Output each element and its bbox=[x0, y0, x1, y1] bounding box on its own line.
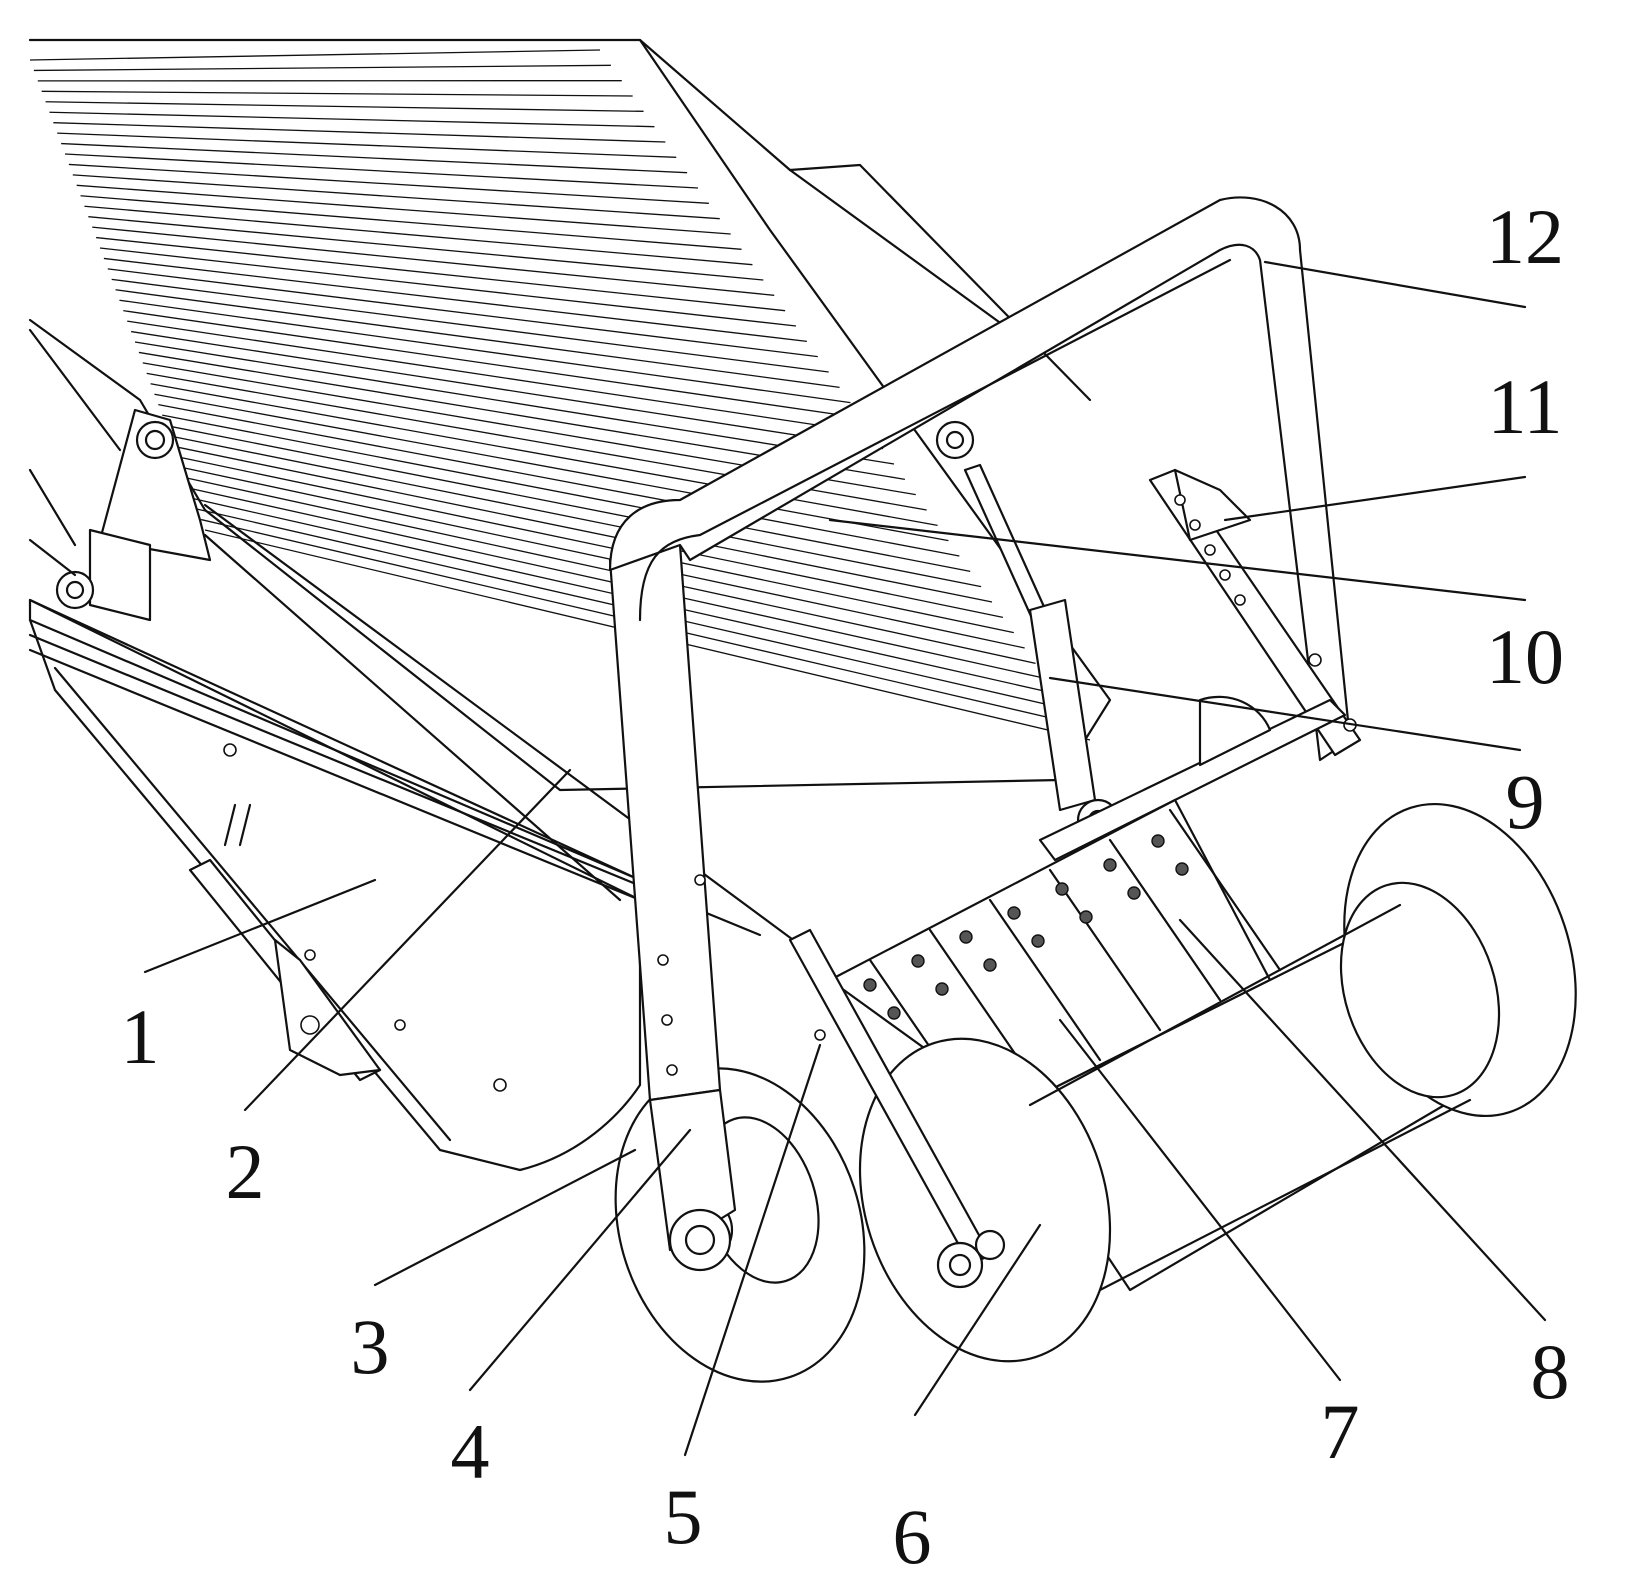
conveyor-slat bbox=[127, 320, 873, 434]
conveyor-chain bbox=[28, 38, 1112, 792]
conveyor-slat bbox=[131, 330, 884, 450]
blade-bolt bbox=[1079, 910, 1093, 924]
blade-bolt bbox=[1103, 858, 1117, 872]
conveyor-slat bbox=[76, 184, 731, 235]
blade-bolt bbox=[887, 1006, 901, 1020]
conveyor-slat bbox=[165, 424, 982, 588]
side-plate bbox=[28, 598, 642, 1172]
conveyor-slat bbox=[92, 226, 775, 296]
conveyor-slat bbox=[173, 445, 1004, 618]
upper-linkage bbox=[28, 328, 642, 882]
part-label-7: 7 bbox=[1321, 1388, 1360, 1475]
blade-bolt bbox=[935, 982, 949, 996]
blade-edge bbox=[988, 898, 1102, 1062]
conveyor-slat bbox=[107, 268, 818, 358]
cross-rod bbox=[1038, 695, 1347, 862]
side-arm bbox=[788, 928, 1006, 1289]
blade-bolt bbox=[1031, 934, 1045, 948]
blade-bolt bbox=[1055, 882, 1069, 896]
blade-bolts bbox=[863, 834, 1189, 1020]
conveyor-slat bbox=[115, 289, 840, 388]
leader-3 bbox=[373, 1148, 637, 1287]
conveyor-slat bbox=[158, 404, 960, 557]
conveyor-slat bbox=[134, 341, 895, 465]
part-label-1: 1 bbox=[121, 993, 160, 1080]
conveyor-slat bbox=[88, 216, 764, 281]
leader-7 bbox=[1058, 1018, 1342, 1382]
conveyor-slat bbox=[33, 64, 611, 72]
blade-edge bbox=[1048, 868, 1162, 1032]
conveyor-slat bbox=[103, 257, 807, 342]
conveyor-slat bbox=[57, 132, 677, 158]
conveyor-slat bbox=[72, 174, 720, 220]
conveyor-slat bbox=[29, 49, 601, 61]
leader-2 bbox=[243, 768, 572, 1112]
leader-10 bbox=[828, 518, 1527, 602]
conveyor-slat bbox=[99, 247, 797, 327]
conveyor-slat bbox=[80, 195, 742, 250]
conveyor-slat bbox=[61, 142, 688, 174]
part-labels: 1 2 3 4 5 6 7 8 9 10 11 12 bbox=[121, 193, 1570, 1580]
blade-edge bbox=[1168, 808, 1282, 972]
conveyor-slat bbox=[111, 278, 829, 373]
conveyor-slat bbox=[45, 101, 644, 112]
part-label-3: 3 bbox=[351, 1303, 390, 1390]
adjust-plate bbox=[1148, 468, 1362, 757]
part-label-2: 2 bbox=[226, 1128, 265, 1215]
blade-bolt bbox=[1127, 886, 1141, 900]
part-label-11: 11 bbox=[1487, 363, 1562, 450]
blade-bolt bbox=[983, 958, 997, 972]
part-label-5: 5 bbox=[664, 1473, 703, 1560]
hydraulic-cylinder bbox=[935, 420, 1120, 842]
conveyor-slat bbox=[49, 111, 655, 128]
conveyor-slat bbox=[53, 122, 666, 143]
leader-lines bbox=[143, 260, 1547, 1457]
depth-bracket bbox=[188, 803, 382, 1082]
conveyor-slat bbox=[68, 163, 709, 204]
right-disc-wheel bbox=[858, 802, 1577, 1363]
leader-6 bbox=[913, 1223, 1042, 1417]
conveyor-slat bbox=[123, 310, 862, 419]
part-label-10: 10 bbox=[1486, 613, 1564, 700]
conveyor-slat bbox=[119, 299, 851, 404]
part-label-9: 9 bbox=[1506, 758, 1545, 845]
conveyor-slat bbox=[96, 236, 786, 312]
part-label-4: 4 bbox=[451, 1408, 490, 1495]
blade-edge bbox=[1108, 838, 1222, 1002]
conveyor-slats bbox=[29, 49, 1091, 741]
conveyor-slat bbox=[177, 456, 1014, 634]
leader-4 bbox=[468, 1128, 692, 1392]
leader-9 bbox=[1048, 676, 1522, 752]
conveyor-slat bbox=[154, 393, 949, 542]
blade-bolt bbox=[959, 930, 973, 944]
conveyor-slat bbox=[181, 466, 1025, 649]
conveyor-slat bbox=[150, 383, 938, 526]
blade-bolt bbox=[911, 954, 925, 968]
part-label-12: 12 bbox=[1486, 193, 1564, 280]
rivet bbox=[223, 743, 237, 757]
part-label-6: 6 bbox=[893, 1493, 932, 1580]
conveyor-slat bbox=[64, 153, 699, 189]
leader-8 bbox=[1178, 918, 1547, 1322]
conveyor-slat bbox=[169, 435, 993, 603]
blade-bolt bbox=[1151, 834, 1165, 848]
conveyor-slat bbox=[41, 90, 633, 97]
leader-11 bbox=[1223, 475, 1527, 522]
blade-bolt bbox=[1175, 862, 1189, 876]
conveyor-slat bbox=[84, 205, 753, 266]
conveyor-slat bbox=[162, 414, 971, 572]
leader-5 bbox=[683, 1043, 822, 1457]
leader-1 bbox=[143, 878, 377, 974]
blade-bolt bbox=[1007, 906, 1021, 920]
handle-frame bbox=[608, 196, 1352, 762]
leader-12 bbox=[1263, 260, 1527, 309]
blade-bolt bbox=[863, 978, 877, 992]
part-label-8: 8 bbox=[1531, 1328, 1570, 1415]
